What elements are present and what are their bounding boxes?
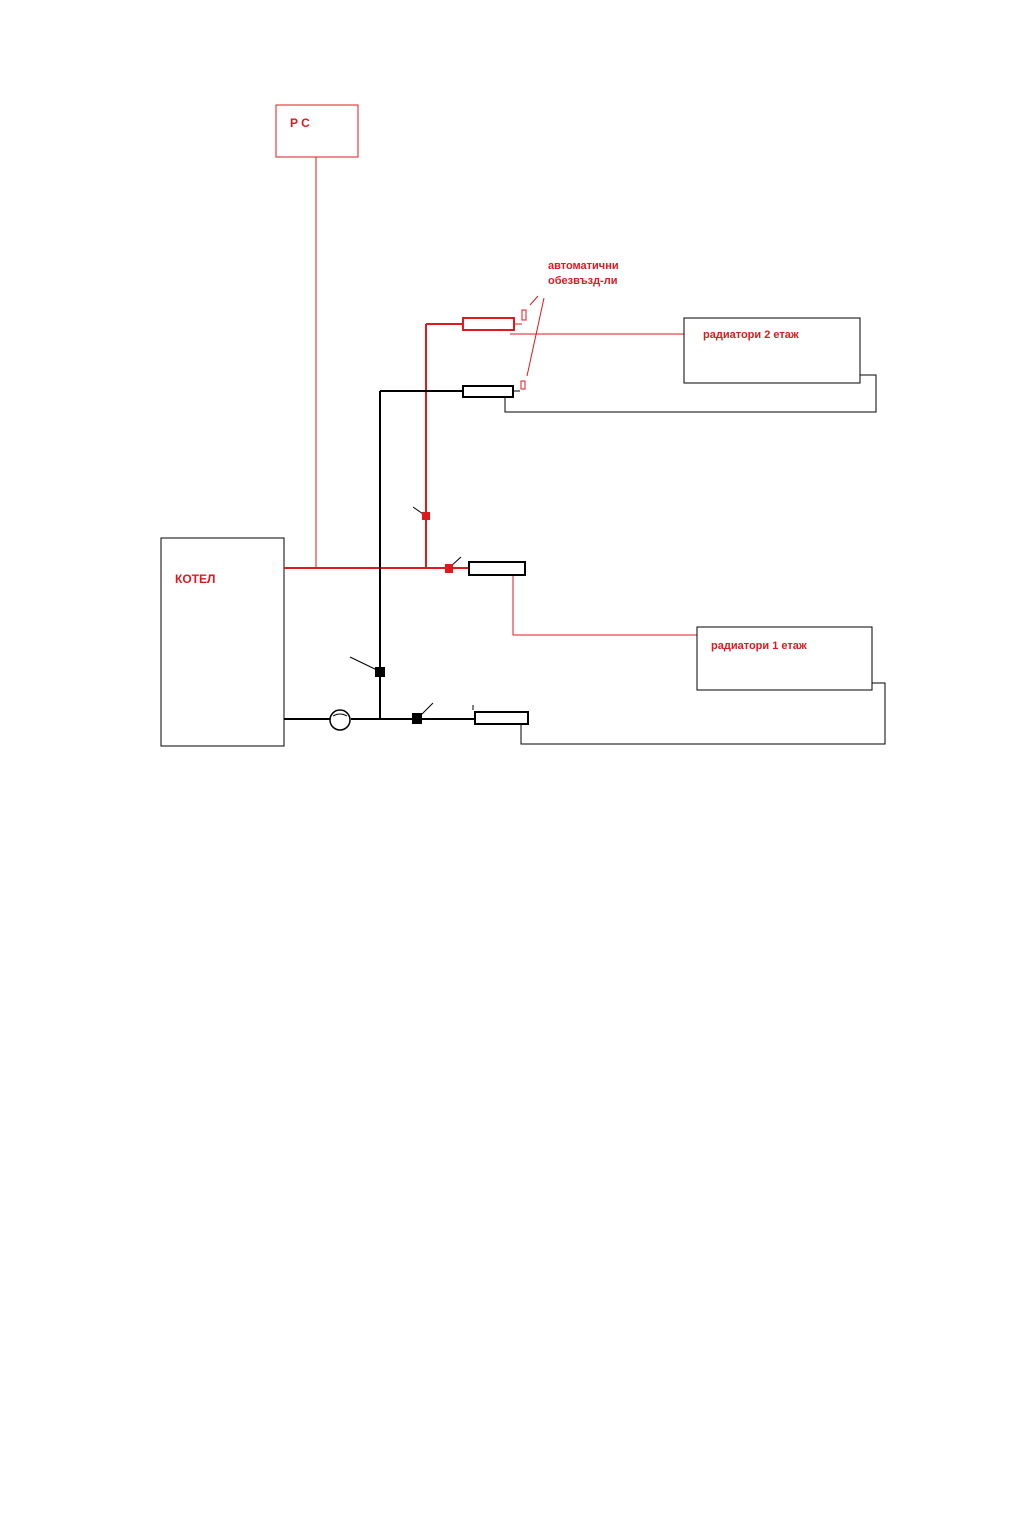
valve-return-floor1 (412, 702, 434, 724)
expansion-tank: P C (275, 104, 359, 158)
radiators-floor1-label: радиатори 1 етаж (711, 640, 807, 652)
valve-return-riser (349, 656, 385, 677)
supply-manifold-floor2 (462, 317, 515, 331)
boiler: КОТЕЛ (160, 537, 285, 747)
return-piping (284, 374, 886, 745)
boiler-label: КОТЕЛ (175, 572, 215, 586)
air-vent-upper (521, 309, 527, 321)
supply-piping (284, 323, 697, 636)
supply-manifold-floor1 (468, 561, 526, 576)
air-vent-lower (520, 380, 526, 390)
radiators-floor1: радиатори 1 етаж (696, 626, 873, 691)
return-manifold-floor2 (462, 385, 514, 398)
valve-supply-riser (412, 506, 430, 520)
circulation-pump-icon (329, 709, 351, 731)
air-vents: автоматични обезвъзд-ли (513, 260, 619, 392)
return-manifold-floor1 (474, 711, 529, 725)
radiators-floor2-label: радиатори 2 етаж (703, 329, 799, 341)
radiators-floor2: радиатори 2 етаж (683, 317, 861, 384)
air-vents-label-line2: обезвъзд-ли (548, 275, 617, 287)
air-vents-label-line1: автоматични (548, 260, 619, 272)
valve-supply-floor1 (445, 556, 462, 573)
expansion-tank-label: P C (290, 116, 310, 130)
